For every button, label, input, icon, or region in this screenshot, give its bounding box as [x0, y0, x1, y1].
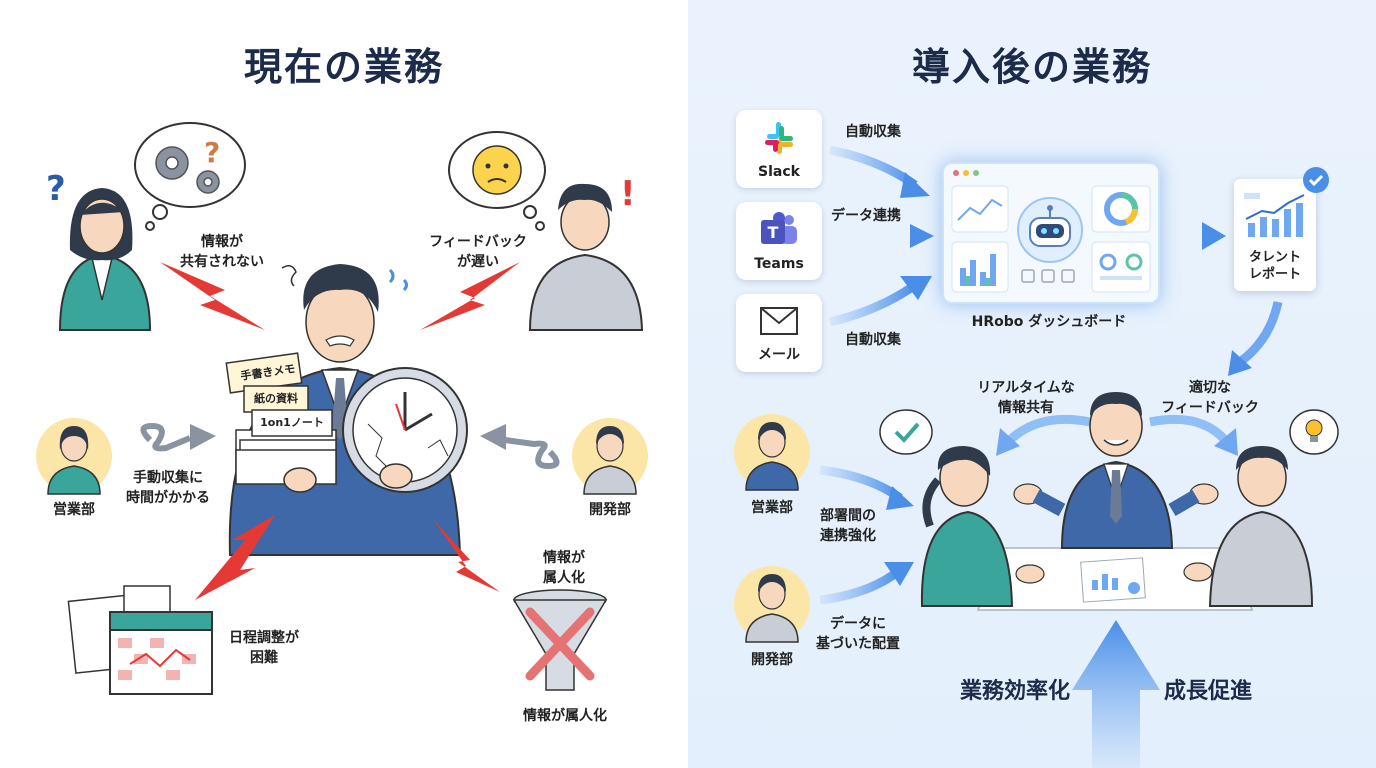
- avatar-dev-right: [734, 566, 810, 643]
- worried-face-icon: [472, 145, 522, 195]
- man-colleague-figure: [1183, 446, 1314, 607]
- avatar-sales: [36, 418, 112, 495]
- label-one-on-one: 1on1ノート: [260, 416, 324, 429]
- label-data-placement: データに 基づいた配置: [816, 616, 900, 652]
- mail-card: メール: [736, 294, 822, 372]
- checkmark-bubble: [879, 409, 933, 455]
- question-icon: ?: [46, 169, 66, 209]
- avatar-sales-right: [734, 414, 810, 491]
- label-proper-feedback: 適切な フィードバック: [1161, 380, 1259, 416]
- talent-report-label: タレント レポート: [1248, 250, 1301, 282]
- question-icon: ?: [204, 136, 220, 169]
- label-auto-collect-1: 自動収集: [845, 124, 901, 140]
- exclamation-icon: !: [620, 174, 636, 214]
- lightbulb-icon: [1305, 419, 1323, 442]
- red-bolt-arrow: [195, 515, 275, 600]
- label-efficiency: 業務効率化: [959, 679, 1070, 704]
- svg-text:T: T: [768, 223, 779, 242]
- gear-icon: [155, 146, 220, 194]
- label-dept-dev-right: 開発部: [751, 652, 793, 668]
- teams-card: T Teams: [736, 202, 822, 280]
- clock-icon: [342, 367, 468, 493]
- checkmark-icon: [894, 422, 920, 443]
- label-schedule-hard: 日程調整が 困難: [229, 630, 299, 666]
- hrobo-dashboard: [942, 162, 1160, 304]
- calendar-icon: [67, 585, 213, 695]
- label-growth: 成長促進: [1163, 679, 1252, 704]
- talent-report-card: タレント レポート: [1234, 179, 1316, 291]
- label-info-not-shared: 情報が 共有されない: [180, 234, 264, 270]
- slack-label: Slack: [758, 164, 800, 180]
- report-chart: [1244, 193, 1305, 237]
- teams-icon: T: [761, 212, 797, 244]
- avatar-dev: [572, 418, 648, 495]
- label-dept-dev-left: 開発部: [589, 502, 631, 518]
- current-illustration: ? ? !: [36, 122, 648, 695]
- swirl-arrow: [140, 422, 216, 452]
- slack-icon: [765, 122, 793, 154]
- label-realtime-share: リアルタイムな 情報共有: [977, 380, 1075, 416]
- slack-card: Slack: [736, 110, 822, 188]
- label-manual-collection: 手動収集に 時間がかかる: [126, 470, 210, 506]
- swirl-arrow: [480, 424, 560, 470]
- presenter-figure: [1013, 392, 1219, 549]
- mail-label: メール: [758, 347, 800, 363]
- label-dept-sales-right: 営業部: [751, 500, 793, 516]
- label-auto-collect-2: 自動収集: [845, 332, 901, 348]
- worried-face-thought-bubble: [448, 131, 546, 231]
- label-dept-sales-left: 営業部: [53, 502, 95, 518]
- label-feedback-slow: フィードバック が遅い: [429, 234, 527, 270]
- label-personalized-bottom: 情報が属人化: [523, 708, 607, 724]
- label-paper-docs: 紙の資料: [254, 392, 298, 405]
- current-title: 現在の業務: [243, 45, 444, 89]
- dashboard-visual: [951, 170, 1151, 293]
- label-dashboard: HRobo ダッシュボード: [971, 314, 1127, 330]
- worried-man-figure: [528, 183, 644, 331]
- teams-label: Teams: [754, 256, 804, 272]
- funnel-icon: [512, 589, 608, 691]
- lightbulb-bubble: [1289, 409, 1339, 455]
- red-bolt-arrow: [420, 262, 520, 330]
- checkmark-icon: [1303, 167, 1329, 193]
- robot-icon: [1017, 197, 1083, 263]
- worried-woman-figure: [58, 188, 152, 331]
- mail-icon: [760, 307, 798, 335]
- red-bolt-arrow: [160, 262, 265, 330]
- label-personalized-top: 情報が 属人化: [543, 550, 585, 586]
- woman-colleague-figure: [920, 446, 1045, 607]
- label-cross-dept: 部署間の 連携強化: [820, 508, 876, 544]
- gears-thought-bubble: ?: [134, 122, 246, 231]
- after-title: 導入後の業務: [911, 45, 1152, 89]
- label-data-link: データ連携: [831, 208, 901, 224]
